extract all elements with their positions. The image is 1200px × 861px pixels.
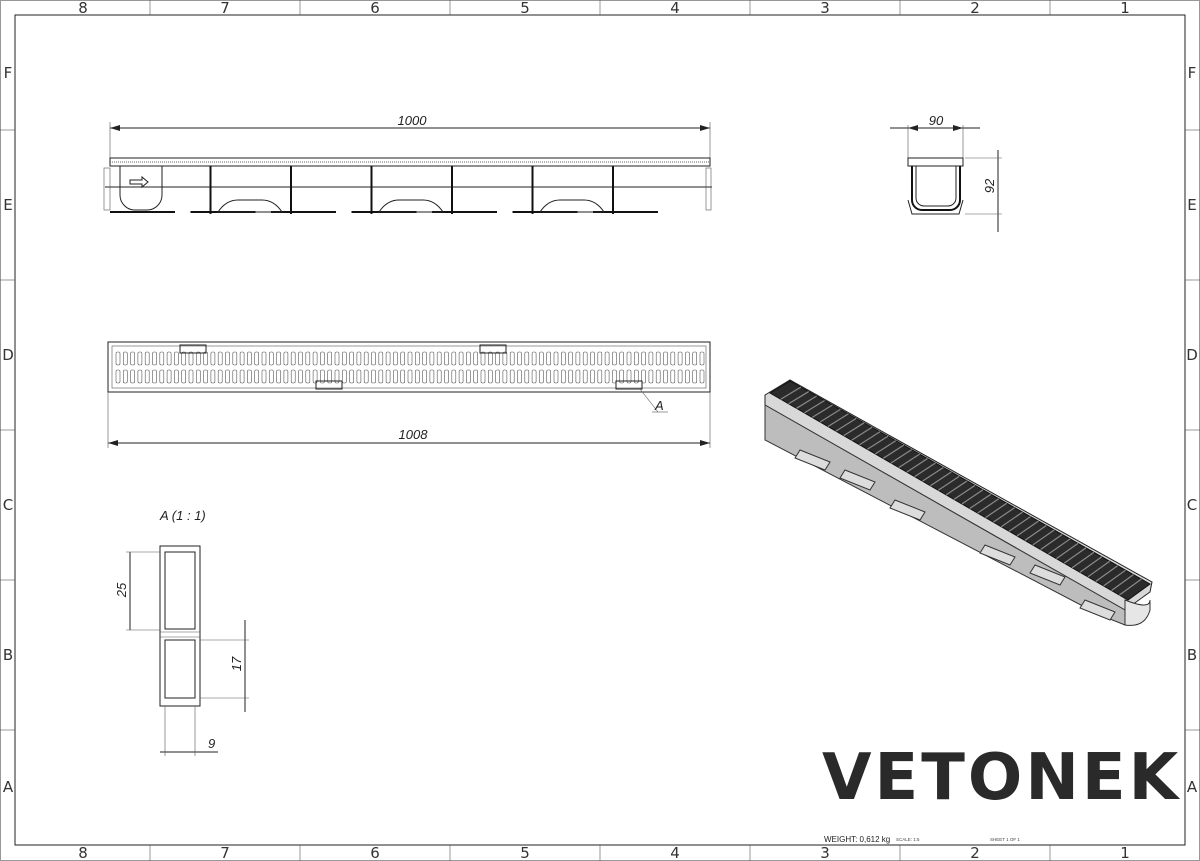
column-label-7: 7 <box>220 844 230 861</box>
section-view: 90 92 <box>890 113 1002 232</box>
row-label-E: E <box>3 196 12 214</box>
detail-callout-a: A <box>654 398 664 413</box>
detail-pitch-dim: 25 <box>114 582 129 598</box>
top-view: A 1008 <box>107 341 711 448</box>
front-view: 1000 <box>103 113 712 214</box>
row-label-C: C <box>1187 496 1197 514</box>
row-label-D: D <box>1186 346 1198 364</box>
row-label-A: A <box>3 778 14 796</box>
row-label-F: F <box>1188 64 1197 82</box>
column-label-6: 6 <box>370 844 380 861</box>
detail-view-a: A (1 : 1) 25 17 9 <box>114 508 249 756</box>
column-label-1: 1 <box>1120 0 1130 17</box>
column-label-8: 8 <box>78 0 88 17</box>
column-label-8: 8 <box>78 844 88 861</box>
title-block: WEIGHT: 0,612 kg SCALE: 1:5 SHEET 1 OF 1 <box>824 835 1020 844</box>
vetonek-logo: VETONEK <box>822 741 1181 815</box>
column-label-2: 2 <box>970 844 980 861</box>
isometric-view <box>764 379 1153 626</box>
weight-text: WEIGHT: 0,612 kg <box>824 835 890 844</box>
section-width-dim: 90 <box>929 113 944 128</box>
row-label-E: E <box>1187 196 1196 214</box>
detail-bar-dim: 9 <box>208 736 215 751</box>
column-label-5: 5 <box>520 0 530 17</box>
front-length-dim: 1000 <box>398 113 428 128</box>
top-length-dim: 1008 <box>399 427 429 442</box>
detail-title: A (1 : 1) <box>159 508 206 523</box>
column-label-5: 5 <box>520 844 530 861</box>
row-label-B: B <box>3 646 13 664</box>
column-label-7: 7 <box>220 0 230 17</box>
column-label-4: 4 <box>670 0 680 17</box>
column-label-3: 3 <box>820 0 830 17</box>
sheet-number-text: SHEET 1 OF 1 <box>990 837 1020 842</box>
row-label-B: B <box>1187 646 1197 664</box>
row-label-A: A <box>1187 778 1198 796</box>
inner-border <box>14 14 1186 846</box>
column-label-2: 2 <box>970 0 980 17</box>
row-label-C: C <box>3 496 13 514</box>
section-height-dim: 92 <box>982 178 997 193</box>
column-label-6: 6 <box>370 0 380 17</box>
detail-slot-dim: 17 <box>229 656 244 671</box>
row-label-D: D <box>2 346 14 364</box>
scale-text: SCALE: 1:5 <box>896 837 920 842</box>
column-label-3: 3 <box>820 844 830 861</box>
column-label-4: 4 <box>670 844 680 861</box>
column-label-1: 1 <box>1120 844 1130 861</box>
row-label-F: F <box>4 64 13 82</box>
